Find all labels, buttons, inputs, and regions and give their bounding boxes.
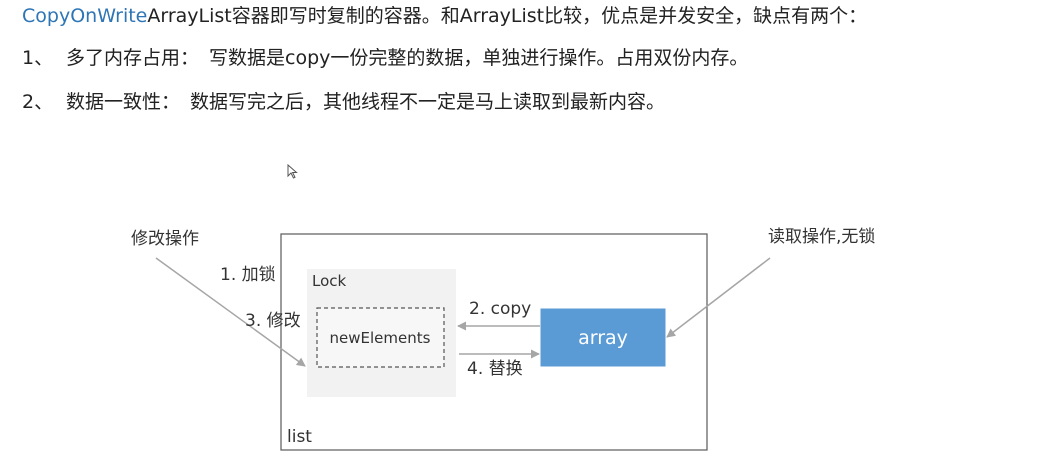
point-2: 2、数据一致性： 数据写完之后，其他线程不一定是马上读取到最新内容。 [22, 88, 665, 116]
step-3-label: 3. 修改 [245, 311, 301, 331]
point-1-number: 1、 [22, 47, 54, 69]
read-arrow [666, 257, 771, 338]
list-label: list [287, 427, 312, 447]
intro-line: CopyOnWriteArrayList容器即写时复制的容器。和ArrayLis… [22, 2, 867, 30]
intro-text: ArrayList容器即写时复制的容器。和ArrayList比较，优点是并发安全… [147, 5, 868, 27]
step-1-label: 1. 加锁 [220, 265, 276, 285]
point-1-title: 多了内存占用： [66, 47, 200, 69]
mouse-cursor-icon [287, 164, 298, 179]
array-box [540, 308, 666, 367]
new-elements-label: newElements [330, 329, 431, 347]
step-2-label: 2. copy [469, 299, 531, 319]
point-1: 1、多了内存占用： 写数据是copy一份完整的数据，单独进行操作。占用双份内存。 [22, 44, 748, 72]
write-operation-label: 修改操作 [131, 229, 199, 249]
point-2-title: 数据一致性： [66, 91, 181, 113]
point-2-number: 2、 [22, 91, 54, 113]
lock-label: Lock [312, 272, 347, 290]
read-operation-label: 读取操作,无锁 [768, 227, 875, 247]
write-arrow [155, 257, 306, 367]
intro-highlight: CopyOnWrite [22, 5, 148, 27]
step-4-label: 4. 替换 [467, 359, 523, 379]
new-elements-box [316, 307, 445, 368]
point-1-desc: 写数据是copy一份完整的数据，单独进行操作。占用双份内存。 [209, 47, 749, 69]
array-label: array [578, 327, 628, 349]
point-2-desc: 数据写完之后，其他线程不一定是马上读取到最新内容。 [190, 91, 666, 113]
